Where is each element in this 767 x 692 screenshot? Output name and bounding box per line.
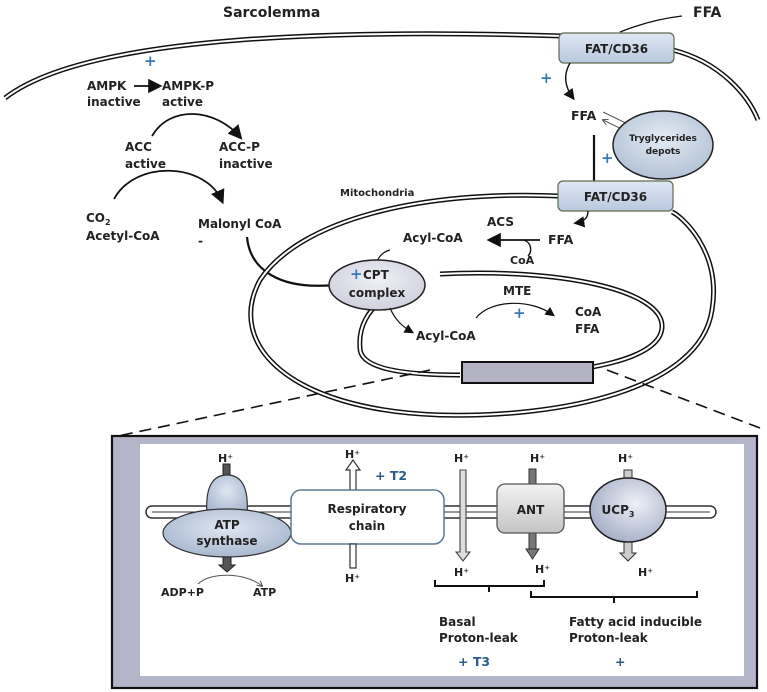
adp-to-atp-arrow xyxy=(197,574,262,586)
h-plus-basal-bottom: H⁺ xyxy=(454,566,469,579)
h-plus-ant-top: H⁺ xyxy=(530,452,545,465)
coa-product-label: CoA xyxy=(575,305,602,319)
mte-label: MTE xyxy=(503,284,531,298)
cpt-to-acyl-coa-arrow xyxy=(389,307,415,334)
acc-phosphorylation-arrow xyxy=(151,113,243,140)
mte-reaction-arrow xyxy=(475,302,555,319)
cpt-label: CPT xyxy=(363,268,390,282)
respiratory-chain: Respiratory chain xyxy=(290,458,445,569)
ffa-external-label: FFA xyxy=(693,5,722,21)
zoom-line-left xyxy=(117,369,431,437)
acc-inactive-label: ACC-P xyxy=(219,140,260,154)
acetyl-coa-label: Acetyl-CoA xyxy=(86,229,160,243)
h-plus-respiratory-top: H⁺ xyxy=(345,448,360,461)
atp-synthase: ATP synthase xyxy=(162,463,292,573)
cpt-complex-label: complex xyxy=(349,286,406,300)
triglycerides-label-1: Tryglycerides xyxy=(629,134,697,144)
t3-regulator-label: + T3 xyxy=(458,654,490,669)
acyl-coa-outer-label: Acyl-CoA xyxy=(403,231,463,245)
respiratory-chain-label-1: Respiratory xyxy=(328,502,407,516)
h-plus-basal-top: H⁺ xyxy=(454,452,469,465)
fat-cd36-mito-label: FAT/CD36 xyxy=(584,190,647,204)
ffa-entry-line xyxy=(619,15,683,33)
fat-cd36-sarcolemma-label: FAT/CD36 xyxy=(585,42,648,56)
ampk-inactive-label: AMPK xyxy=(87,79,127,93)
plus-cpt-sign: + xyxy=(350,265,363,283)
acs-label: ACS xyxy=(487,215,514,229)
atp-label: ATP xyxy=(253,586,276,599)
basal-proton-leak-channel xyxy=(454,469,472,562)
atp-synthase-label-2: synthase xyxy=(196,534,257,548)
fat-cd36-to-ffa-mito-arrow xyxy=(573,210,589,228)
inner-membrane-zoom-region xyxy=(461,361,594,384)
h-plus-respiratory-bottom: H⁺ xyxy=(345,572,360,585)
fatty-acid-leak-plus-sign: + xyxy=(615,654,625,669)
plus-ampk-sign: + xyxy=(144,52,157,70)
ant-label: ANT xyxy=(517,503,545,517)
ffa-cytosol-label: FFA xyxy=(571,108,597,123)
plus-fat-cd36-sign: + xyxy=(540,69,553,87)
respiratory-chain-label-2: chain xyxy=(349,519,385,533)
h-plus-ucp-top: H⁺ xyxy=(618,452,633,465)
ant-transporter: ANT xyxy=(496,468,565,560)
fat-cd36-to-ffa-arrow xyxy=(563,62,575,101)
sarcolemma-membrane xyxy=(3,31,761,121)
triglycerides-label-2: depots xyxy=(646,147,681,157)
ampk-active-label: AMPK-P xyxy=(162,79,214,93)
coa-input-line xyxy=(523,239,532,257)
acc-active-state: active xyxy=(125,157,166,171)
acyl-coa-inner-label: Acyl-CoA xyxy=(416,329,476,343)
ffa-product-label: FFA xyxy=(575,322,600,336)
zoom-line-right xyxy=(606,369,761,429)
plus-mito-transport-sign: + xyxy=(601,149,614,167)
ampk-inactive-state: inactive xyxy=(87,95,141,109)
acc-inactive-state: inactive xyxy=(219,157,273,171)
plus-mte-sign: + xyxy=(513,304,526,322)
atp-synthase-label-1: ATP xyxy=(214,518,240,532)
inhibition-minus-sign: - xyxy=(198,234,203,248)
h-plus-atp-top: H⁺ xyxy=(218,452,233,465)
ucp-label: UCP3 xyxy=(602,503,635,519)
basal-leak-label-1: Basal xyxy=(439,615,476,629)
triglycerides-depots: Tryglycerides depots xyxy=(612,110,714,180)
inner-membrane-inset xyxy=(110,434,759,690)
mitochondria-outer-membrane xyxy=(248,192,716,418)
cpt-complex: + CPT complex xyxy=(328,259,426,311)
malonyl-coa-label: Malonyl CoA xyxy=(198,217,282,231)
h-plus-ant-bottom: H⁺ xyxy=(535,563,550,576)
mitochondria-label: Mitochondria xyxy=(340,188,414,199)
basal-leak-brace xyxy=(434,580,545,592)
acc-active-label: ACC xyxy=(125,140,152,154)
atp-synthase-down-arrow xyxy=(217,556,237,573)
ffa-mito-label: FFA xyxy=(548,232,574,247)
malonyl-synthesis-arrow xyxy=(113,169,225,205)
coa-label: CoA xyxy=(510,254,535,267)
basal-leak-label-2: Proton-leak xyxy=(439,631,519,645)
fat-cd36-sarcolemma-transporter: FAT/CD36 xyxy=(558,32,675,64)
h-plus-ucp-bottom: H⁺ xyxy=(638,566,653,579)
t2-regulator-label: + T2 xyxy=(375,468,407,483)
fatty-acid-leak-label-2: Proton-leak xyxy=(569,631,649,645)
ucp3-uncoupler: UCP3 xyxy=(589,469,667,562)
adp-p-label: ADP+P xyxy=(161,586,204,599)
malonyl-inhibition-line xyxy=(245,236,335,287)
ampk-active-state: active xyxy=(162,95,203,109)
sarcolemma-label: Sarcolemma xyxy=(223,5,320,21)
fatty-acid-leak-label-1: Fatty acid inducible xyxy=(569,615,702,629)
fatty-acid-leak-brace xyxy=(530,591,698,603)
fat-cd36-mito-transporter: FAT/CD36 xyxy=(557,180,674,212)
co2-label: CO2 xyxy=(86,211,111,227)
